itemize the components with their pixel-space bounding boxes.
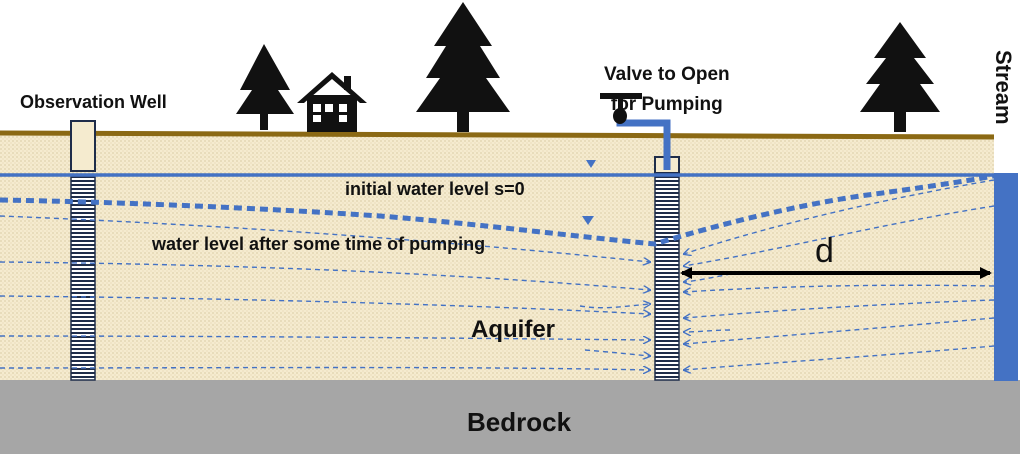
flow-arrow-icon xyxy=(684,205,995,266)
flow-arrow-icon xyxy=(684,345,995,370)
valve-label-line1: Valve to Open xyxy=(604,64,730,85)
ground-surface xyxy=(0,130,995,140)
tree-icon xyxy=(416,2,510,132)
flow-arrow-icon xyxy=(0,335,650,340)
valve-label: Valve to Open for Pumping xyxy=(604,60,730,120)
flow-arrow-icon xyxy=(684,284,995,292)
flow-arrow-icon xyxy=(684,299,995,318)
tree-icon xyxy=(860,22,940,132)
water-table-triangle-icon xyxy=(582,216,594,225)
stream-label: Stream xyxy=(991,50,1016,125)
flow-arrow-icon xyxy=(0,215,650,262)
bedrock-label: Bedrock xyxy=(467,407,572,437)
valve-icon xyxy=(600,93,642,124)
pumping-water-level-label: water level after some time of pumping xyxy=(152,234,486,254)
initial-water-level-label: initial water level s=0 xyxy=(345,179,525,199)
aquifer-label: Aquifer xyxy=(471,316,555,343)
observation-well-casing xyxy=(70,120,96,172)
observation-well-label: Observation Well xyxy=(20,92,167,112)
flow-arrow-icon xyxy=(684,317,995,344)
flow-arrow-icon xyxy=(0,368,650,371)
flow-arrow-icon xyxy=(0,295,650,314)
valve-label-line2: for Pumping xyxy=(610,94,723,115)
flow-arrow-icon xyxy=(684,330,731,332)
water-table-triangle-icon xyxy=(586,160,596,168)
flow-arrow-icon xyxy=(684,179,995,254)
drawdown-curve xyxy=(0,173,995,247)
house-icon xyxy=(297,72,367,132)
flow-arrow-icon xyxy=(0,261,650,290)
stream-water xyxy=(994,173,1018,381)
pumping-well-screen xyxy=(654,172,680,381)
flow-lines-right xyxy=(684,179,995,370)
flow-arrow-icon xyxy=(579,304,650,308)
bedrock-layer xyxy=(0,380,1020,454)
distance-label: d xyxy=(815,232,834,270)
tree-icon xyxy=(236,44,294,130)
flow-lines-left xyxy=(0,215,650,371)
observation-well-screen xyxy=(70,175,96,381)
